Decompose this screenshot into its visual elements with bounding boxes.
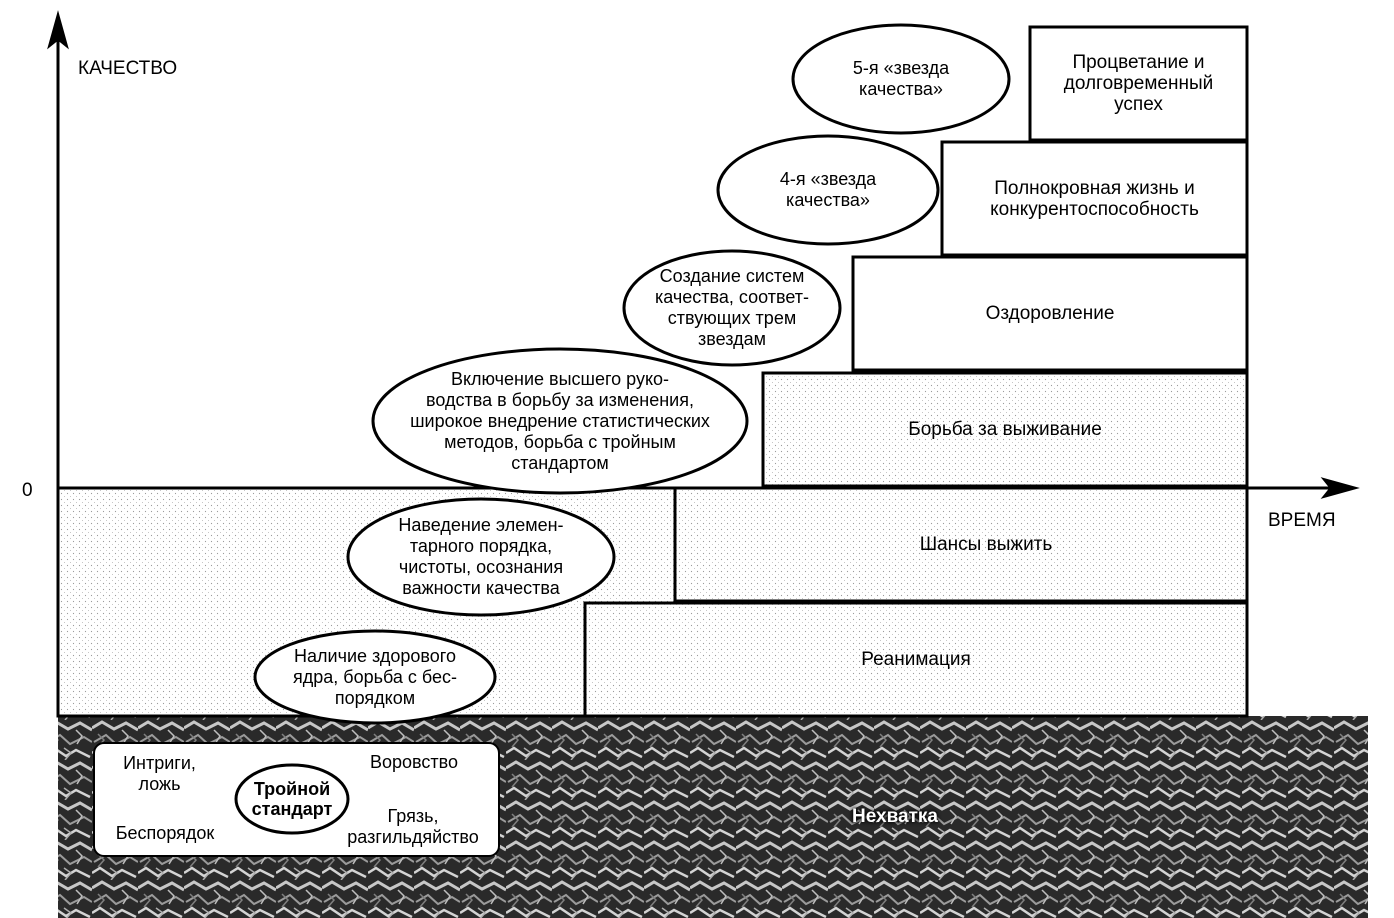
staircase [56, 25, 1249, 718]
stage-label-prosperity: Процветание и долговременный успех [1063, 52, 1214, 115]
x-axis-label: ВРЕМЯ [1268, 510, 1336, 531]
stage-label-reanimation: Реанимация [861, 649, 971, 670]
action-ellipse-6 [791, 23, 1011, 135]
ground-item-theft: Воровство [369, 752, 458, 772]
stage-box-survival-struggle [761, 371, 1249, 488]
action-label-6: 5-я «звезда качества» [852, 58, 950, 99]
ground-core-label: Тройной стандарт [251, 779, 333, 819]
stage-box-prosperity [1028, 25, 1249, 142]
ground-panel [93, 742, 500, 857]
action-label-1: Наличие здорового ядра, борьба с бес- по… [292, 645, 457, 708]
y-axis-arrow [47, 10, 69, 50]
zero-label: 0 [22, 480, 33, 501]
stage-box-survival-chances [673, 486, 1249, 603]
action-label-4: Создание систем качества, соответ- ствую… [655, 266, 809, 349]
ground-item-intrigues: Интриги, ложь [123, 753, 196, 794]
stage-box-reanimation [583, 601, 1249, 718]
x-axis-arrow [1320, 477, 1360, 499]
action-label-5: 4-я «звезда качества» [779, 169, 877, 210]
axes [47, 10, 1360, 716]
stage-label-survival-struggle: Борьба за выживание [908, 419, 1102, 440]
action-ellipses [253, 23, 1011, 725]
stage-box-recovery [851, 255, 1249, 372]
action-ellipse-4 [622, 249, 842, 367]
stage-label-recovery: Оздоровление [985, 303, 1115, 324]
action-ellipse-1 [253, 629, 497, 725]
ground-label: Нехватка [852, 806, 938, 827]
ground-item-dirt: Грязь, разгильдяйство [347, 806, 479, 847]
stage-box-full-life [940, 140, 1249, 257]
action-ellipse-3 [371, 347, 749, 495]
core-ellipse [234, 763, 350, 835]
stage-label-full-life: Полнокровная жизнь и конкурентоспособнос… [990, 177, 1199, 220]
action-label-3: Включение высшего руко- водства в борьбу… [410, 368, 710, 473]
action-ellipse-5 [716, 134, 940, 246]
y-axis-label: КАЧЕСТВО [78, 58, 178, 79]
action-ellipse-2 [346, 497, 616, 617]
action-label-2: Наведение элемен- тарного порядка, чисто… [398, 515, 564, 598]
stage-label-survival-chances: Шансы выжить [919, 534, 1053, 555]
ground-item-disorder: Беспорядок [115, 823, 215, 843]
